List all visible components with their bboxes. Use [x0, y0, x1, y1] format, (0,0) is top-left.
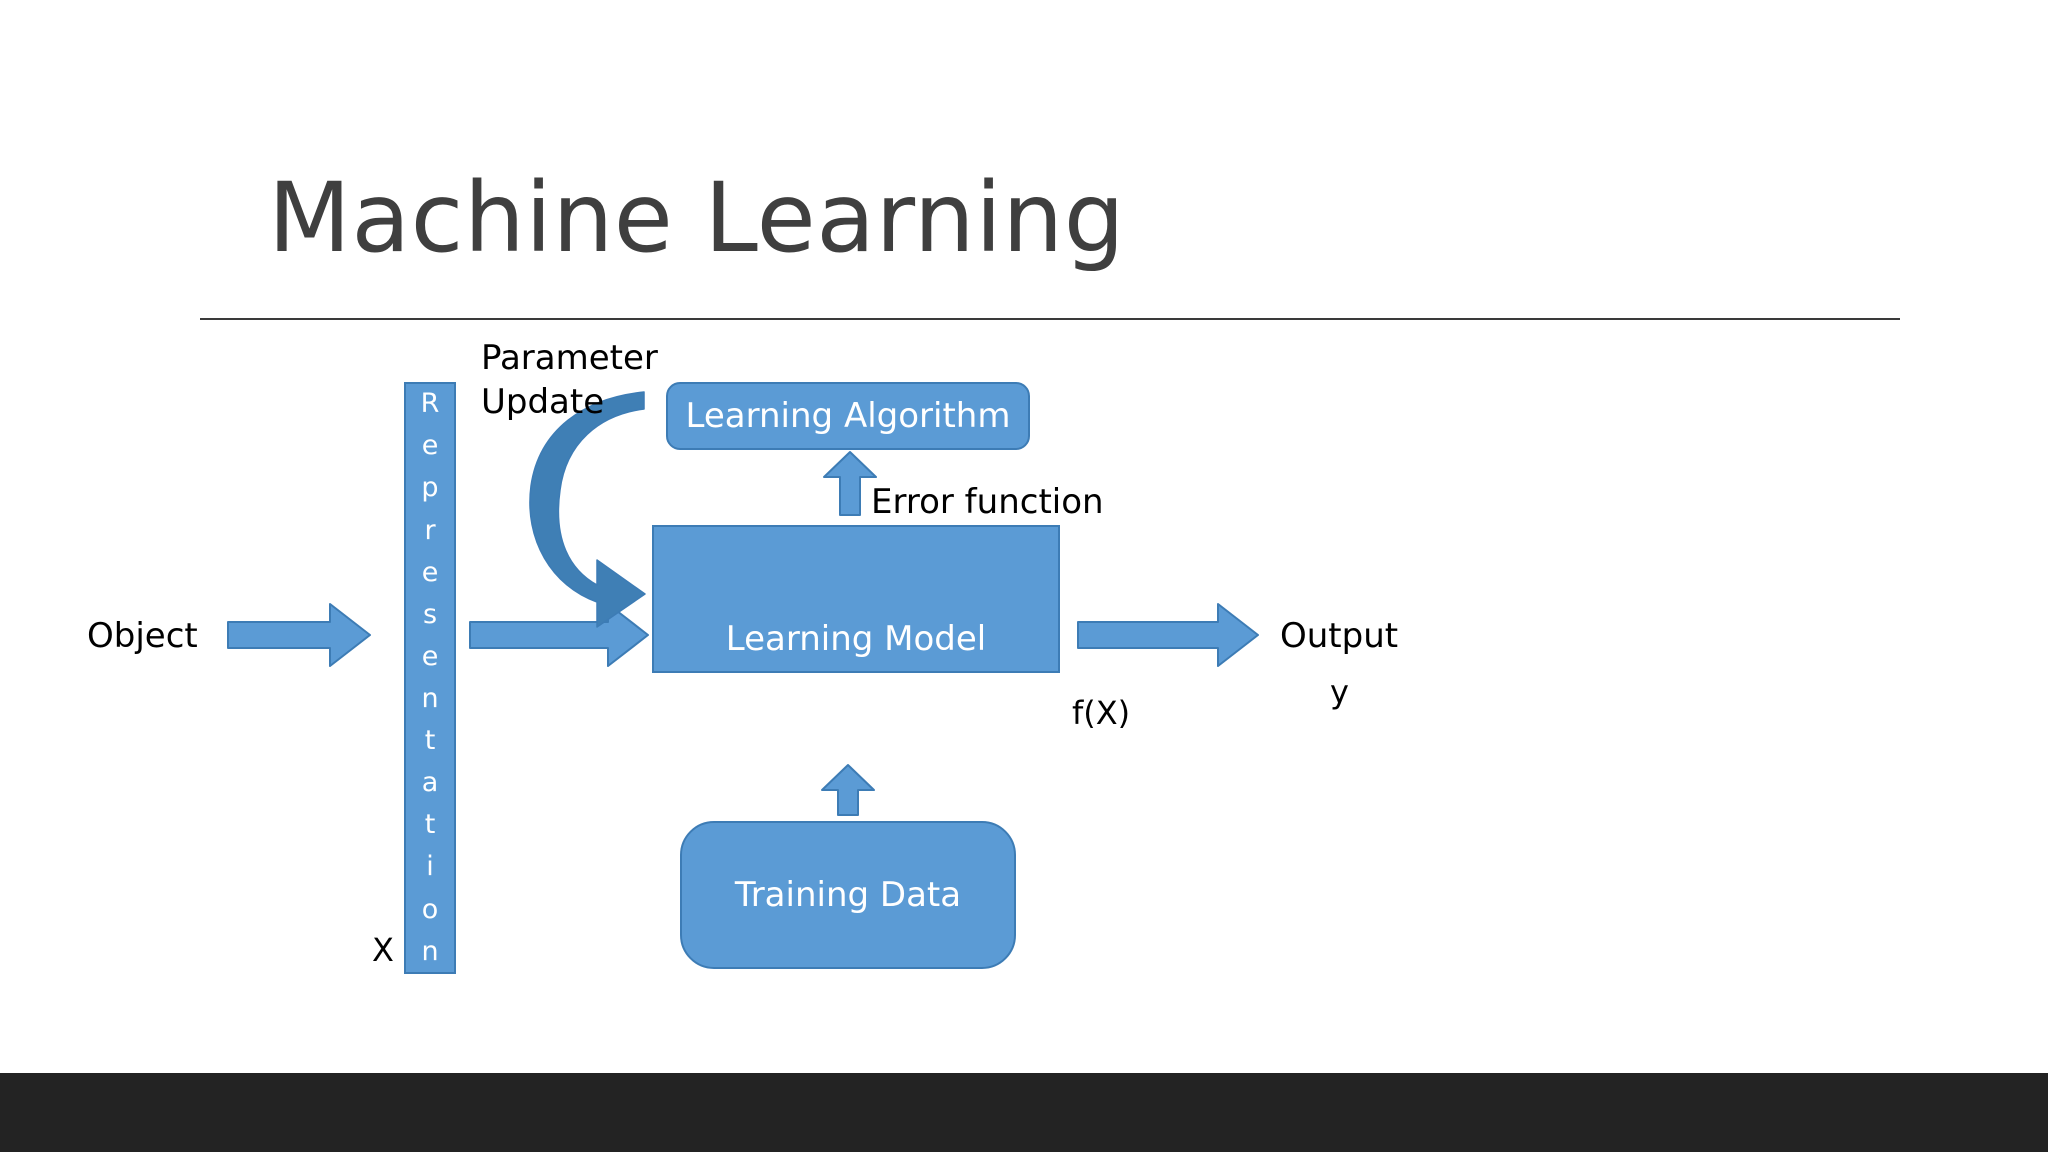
label-output-variable: y: [1330, 673, 1349, 711]
representation-letter: n: [421, 935, 439, 967]
representation-letter: r: [424, 514, 436, 546]
representation-letter: e: [421, 430, 439, 462]
label-output: Output: [1280, 616, 1399, 656]
label-model-output-function: f(X): [1072, 694, 1131, 732]
arrow-training-to-model: [821, 764, 875, 816]
representation-letter: e: [421, 556, 439, 588]
arrow-parameter-update-curve: [529, 391, 646, 628]
arrow-model-to-output: [1077, 603, 1259, 667]
arrow-object-to-representation: [227, 603, 371, 667]
representation-letter: R: [420, 388, 440, 420]
representation-letter: t: [424, 725, 436, 757]
representation-letter: p: [421, 472, 439, 504]
node-training-data-label: Training Data: [734, 875, 962, 915]
representation-letter: i: [426, 851, 434, 883]
label-parameter-update-line2: Update: [481, 381, 605, 422]
representation-letter: s: [422, 598, 438, 630]
label-representation-variable: X: [372, 931, 394, 969]
label-object: Object: [87, 616, 198, 656]
arrow-representation-to-model: [469, 603, 649, 667]
node-learning-algorithm-label: Learning Algorithm: [685, 396, 1011, 436]
label-parameter-update: Parameter Update: [481, 337, 658, 424]
arrow-error-function-up: [823, 451, 877, 516]
page-title: Machine Learning: [268, 162, 1126, 274]
node-learning-model[interactable]: Learning Model: [652, 525, 1060, 673]
representation-letter: t: [424, 809, 436, 841]
representation-letter: a: [421, 767, 439, 799]
title-divider: [200, 318, 1900, 320]
node-learning-algorithm[interactable]: Learning Algorithm: [666, 382, 1030, 450]
representation-letter: n: [421, 683, 439, 714]
node-training-data[interactable]: Training Data: [680, 821, 1016, 969]
node-learning-model-label: Learning Model: [725, 619, 987, 659]
node-representation[interactable]: R e p r e s e n t a t i o n: [404, 382, 456, 974]
representation-letter: e: [421, 640, 439, 672]
label-parameter-update-line1: Parameter: [481, 338, 658, 378]
representation-letter: o: [421, 893, 439, 925]
label-error-function: Error function: [871, 482, 1104, 522]
footer-band: [0, 1073, 2048, 1152]
